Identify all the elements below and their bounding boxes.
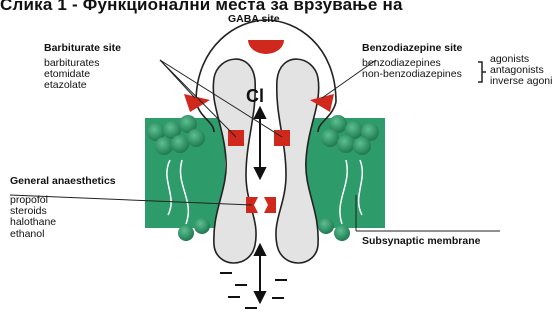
ion-flow-arrows: [255, 108, 265, 302]
anaesthetic-item: ethanol: [10, 229, 56, 240]
barbiturate-binding-site-left: [184, 94, 210, 112]
chloride-ions: [220, 273, 287, 308]
subsynaptic-membrane-label: Subsynaptic membrane: [362, 236, 480, 248]
effect-item: inverse agonists: [490, 76, 552, 87]
effects-bracket: [478, 62, 486, 82]
barbiturate-pore-site-left: [228, 130, 244, 146]
barbiturate-site-label: Barbiturate site: [44, 43, 121, 55]
anaesthetic-site-right: [264, 197, 276, 213]
benzodiazepine-item: non-benzodiazepines: [362, 69, 462, 80]
benzodiazepine-list: benzodiazepines non-benzodiazepines: [362, 58, 462, 80]
barbiturate-pore-site-right: [274, 130, 290, 146]
gaba-site-label: GABA site: [228, 14, 280, 26]
anaesthetic-item: halothane: [10, 217, 56, 228]
barbiturate-item: etazolate: [44, 80, 99, 91]
benzodiazepine-site-label: Benzodiazepine site: [362, 43, 462, 55]
anaesthetics-list: propofol steroids halothane ethanol: [10, 195, 56, 240]
barbiturate-list: barbiturates etomidate etazolate: [44, 58, 99, 92]
general-anaesthetics-label: General anaesthetics: [10, 176, 116, 188]
gaba-binding-site: [248, 40, 284, 54]
chloride-label: Cl: [246, 86, 264, 106]
effects-list: agonists antagonists inverse agonists: [490, 54, 552, 88]
